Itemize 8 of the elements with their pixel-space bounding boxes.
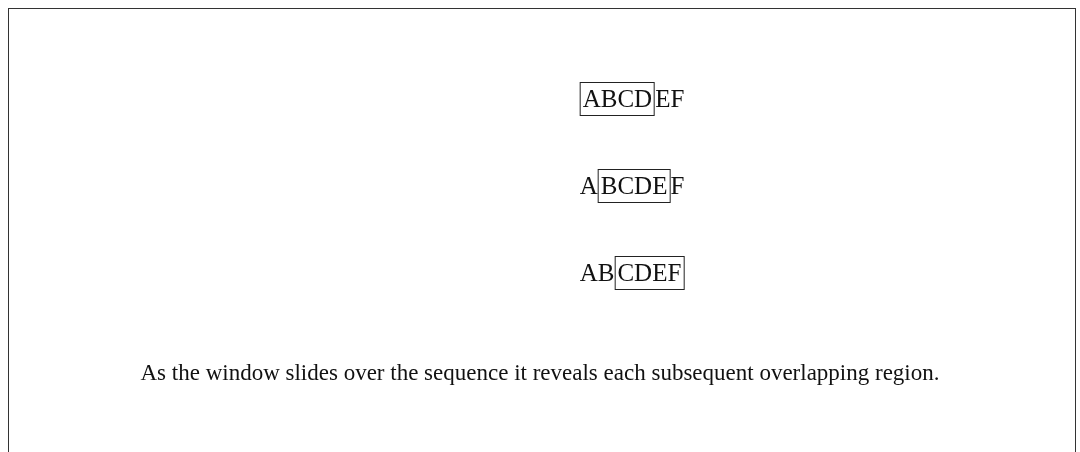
caption: As the window slides over the sequence it reveals each subsequent overlapping region. bbox=[139, 360, 941, 386]
sequence-text: F bbox=[670, 171, 685, 201]
sequence-text: AB bbox=[579, 258, 615, 288]
window-box: ABCD bbox=[579, 82, 656, 116]
window-box: BCDE bbox=[597, 169, 671, 203]
sequence-text: EF bbox=[655, 84, 685, 114]
sequence-text: A bbox=[579, 171, 598, 201]
window-box: CDEF bbox=[614, 256, 685, 290]
